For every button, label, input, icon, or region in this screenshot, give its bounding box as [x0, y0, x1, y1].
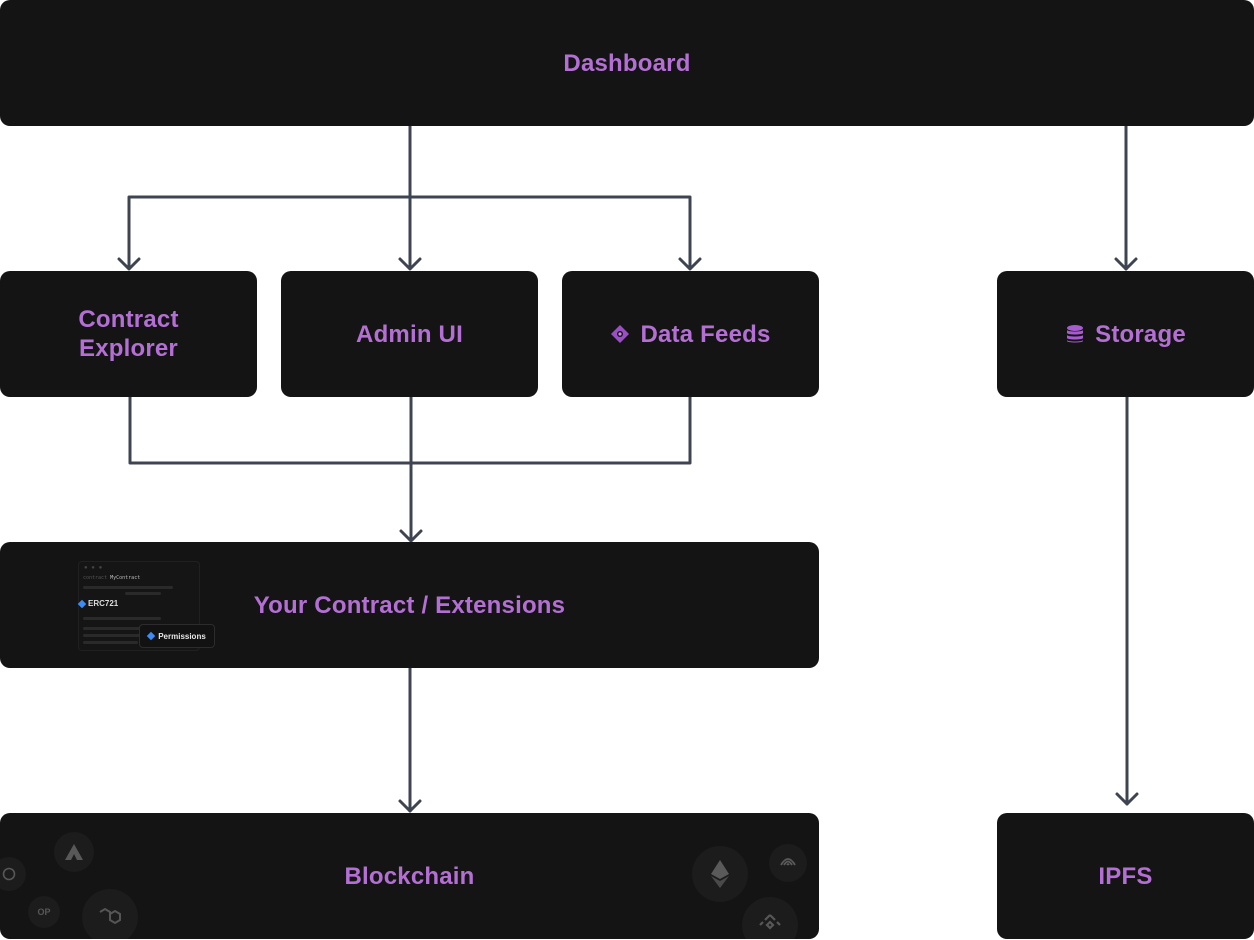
contract-explorer-label-line2: Explorer — [79, 335, 178, 362]
dashboard-node[interactable]: Dashboard — [0, 0, 1254, 126]
arrowhead-data-feeds — [678, 257, 702, 271]
polygon-icon — [82, 889, 138, 939]
arbitrum-icon — [0, 857, 26, 891]
blockchain-label: Blockchain — [344, 862, 475, 890]
optimism-icon: OP — [28, 896, 60, 928]
code-placeholder-line — [83, 634, 153, 637]
ethereum-icon — [692, 846, 748, 902]
arrowhead-contract-explorer — [117, 257, 141, 271]
arrowhead-blockchain — [398, 799, 422, 813]
code-contract-name: MyContract — [110, 575, 141, 581]
extension-erc721-label: ERC721 — [88, 599, 119, 608]
data-feeds-label: Data Feeds — [640, 320, 771, 348]
admin-ui-label: Admin UI — [356, 320, 463, 348]
window-dots-icon: ● ● ● — [84, 565, 104, 571]
extension-permissions-badge: Permissions — [139, 624, 215, 648]
code-placeholder-line — [83, 641, 138, 644]
code-placeholder-line — [83, 617, 161, 620]
database-icon — [1065, 324, 1085, 344]
contract-explorer-label: Contract Explorer — [78, 305, 178, 363]
your-contract-label: Your Contract / Extensions — [253, 591, 566, 619]
storage-label: Storage — [1095, 320, 1186, 348]
code-keyword: contract — [83, 575, 108, 581]
fantom-icon — [769, 844, 807, 882]
code-placeholder-line — [83, 586, 173, 589]
code-placeholder-line — [125, 592, 161, 595]
extension-erc721: ERC721 — [77, 599, 119, 608]
dashboard-label: Dashboard — [563, 49, 691, 77]
connector-split-bar — [127, 195, 692, 270]
contract-explorer-node[interactable]: Contract Explorer — [0, 271, 257, 397]
data-feeds-node[interactable]: Data Feeds — [562, 271, 819, 397]
ipfs-node[interactable]: IPFS — [997, 813, 1254, 939]
arrowhead-storage — [1114, 257, 1138, 271]
connector-merge-bar — [128, 395, 692, 465]
avalanche-icon — [54, 832, 94, 872]
blockchain-node[interactable]: OP Blockchain — [0, 813, 819, 939]
contract-code-line: contract MyContract — [83, 575, 140, 581]
contract-explorer-label-line1: Contract — [78, 306, 179, 333]
storage-node[interactable]: Storage — [997, 271, 1254, 397]
extension-permissions-label: Permissions — [158, 631, 206, 641]
permissions-diamond-icon — [146, 631, 156, 641]
arrowhead-admin-ui — [398, 257, 422, 271]
extension-diamond-icon — [77, 599, 87, 608]
arrowhead-your-contract — [399, 529, 423, 543]
bnb-icon — [742, 897, 798, 939]
your-contract-node[interactable]: ● ● ● contract MyContract ERC721 Permiss… — [0, 542, 819, 668]
code-placeholder-line — [83, 627, 141, 630]
arrowhead-ipfs — [1115, 792, 1139, 806]
diamond-network-icon — [610, 324, 630, 344]
admin-ui-node[interactable]: Admin UI — [281, 271, 538, 397]
ipfs-label: IPFS — [1098, 862, 1153, 890]
